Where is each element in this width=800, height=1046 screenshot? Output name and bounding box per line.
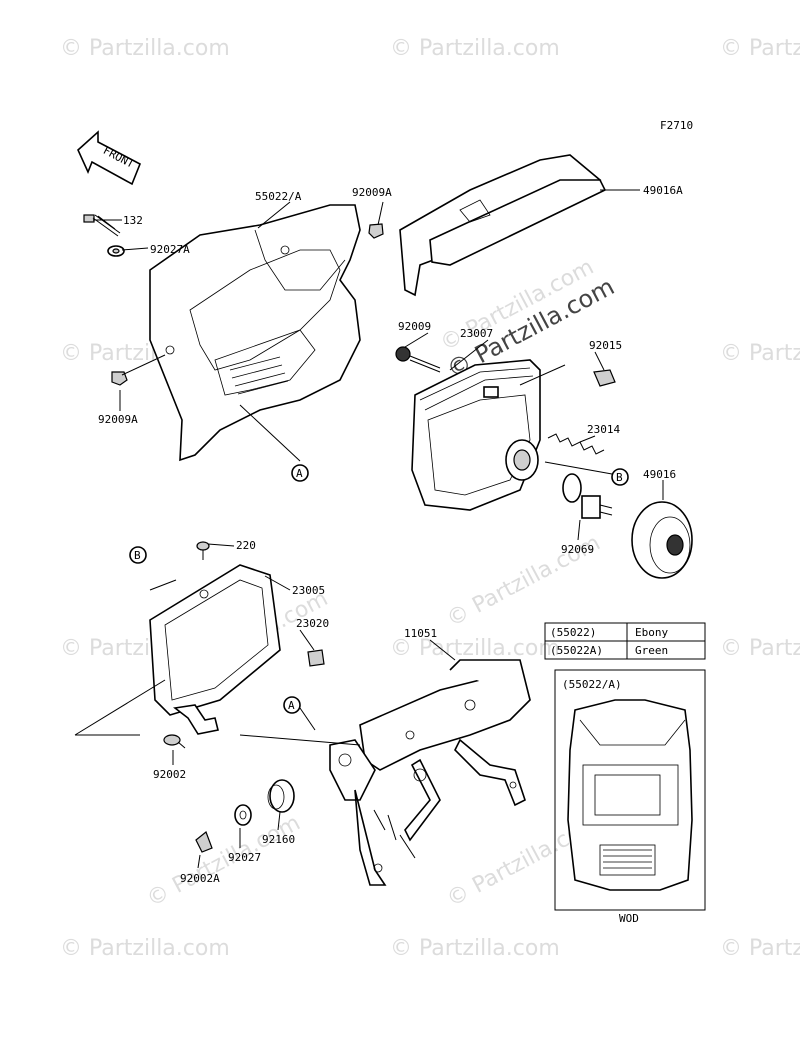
inset-title: (55022/A): [562, 678, 622, 691]
cap-49016: [631, 501, 693, 579]
watermark: © Partzilla.com: [390, 936, 560, 961]
watermark: © Partzilla.com: [720, 36, 800, 61]
part-label-55022A: 55022/A: [255, 190, 302, 203]
color-table-color: Ebony: [635, 626, 668, 639]
watermark: © Partzilla.com: [143, 811, 305, 913]
part-label-92069: 92069: [561, 543, 594, 556]
screw-92009: [395, 346, 441, 373]
reference-markers: A B B A: [129, 464, 629, 714]
figure-code: F2710: [660, 119, 693, 132]
leader-lines: [74, 189, 664, 869]
bolt-132: [83, 214, 121, 237]
bolt-92002A: [195, 831, 213, 853]
color-table-code: (55022): [550, 626, 596, 639]
bolt-92002: [163, 734, 186, 749]
watermark: © Partzilla.com: [720, 936, 800, 961]
part-label-23007: 23007: [460, 327, 493, 340]
ref-marker-a: A: [296, 467, 303, 480]
clip-92009A-top: [368, 223, 384, 239]
part-label-49016: 49016: [643, 468, 676, 481]
spring-23014: [547, 433, 605, 455]
inset-caption: WOD: [619, 912, 639, 925]
color-table-code: (55022A): [550, 644, 603, 657]
part-label-132: 132: [123, 214, 143, 227]
collar-92027: [234, 804, 252, 826]
socket-92015: [593, 369, 616, 387]
ref-marker-b: B: [616, 471, 623, 484]
screw-220: [196, 541, 210, 560]
part-label-23020: 23020: [296, 617, 329, 630]
inset-box: (55022/A) WOD: [554, 669, 706, 925]
part-labels: 55022/A 92009A 132 92027A 92009A 49016A …: [98, 184, 683, 885]
part-label-49016A: 49016A: [643, 184, 683, 197]
watermark: © Partzilla.com: [390, 636, 560, 661]
grommet-92160: [267, 779, 295, 813]
clip-92009A-left: [111, 371, 128, 386]
color-table-color: Green: [635, 644, 668, 657]
part-label-23014: 23014: [587, 423, 620, 436]
part-label-92002A: 92002A: [180, 872, 220, 885]
frame-11051: [329, 659, 531, 886]
ref-marker-a: A: [288, 699, 295, 712]
watermark: © Partzilla.com: [60, 36, 230, 61]
part-label-92009: 92009: [398, 320, 431, 333]
headlight-23007: [411, 359, 541, 511]
washer-92027A: [107, 245, 125, 257]
part-label-92027: 92027: [228, 851, 261, 864]
watermark: © Partzilla.com: [60, 936, 230, 961]
part-label-92009A: 92009A: [352, 186, 392, 199]
watermark: © Partzilla.com: [720, 636, 800, 661]
headlight-cover: [149, 204, 361, 462]
watermark: © Partzilla.com: [720, 341, 800, 366]
front-arrow-icon: FRONT: [77, 130, 142, 186]
part-label-11051: 11051: [404, 627, 437, 640]
part-label-220: 220: [236, 539, 256, 552]
ref-marker-b: B: [134, 549, 141, 562]
nut-23020: [307, 649, 325, 667]
part-label-92160: 92160: [262, 833, 295, 846]
bracket-23005: [149, 564, 281, 735]
part-label-92027A: 92027A: [150, 243, 190, 256]
part-label-23005: 23005: [292, 584, 325, 597]
part-label-92015: 92015: [589, 339, 622, 352]
part-label-92002: 92002: [153, 768, 186, 781]
bulb-92069: [562, 473, 613, 519]
color-table: (55022) Ebony (55022A) Green: [544, 622, 706, 660]
watermark: © Partzilla.com: [390, 36, 560, 61]
part-label-92009A: 92009A: [98, 413, 138, 426]
